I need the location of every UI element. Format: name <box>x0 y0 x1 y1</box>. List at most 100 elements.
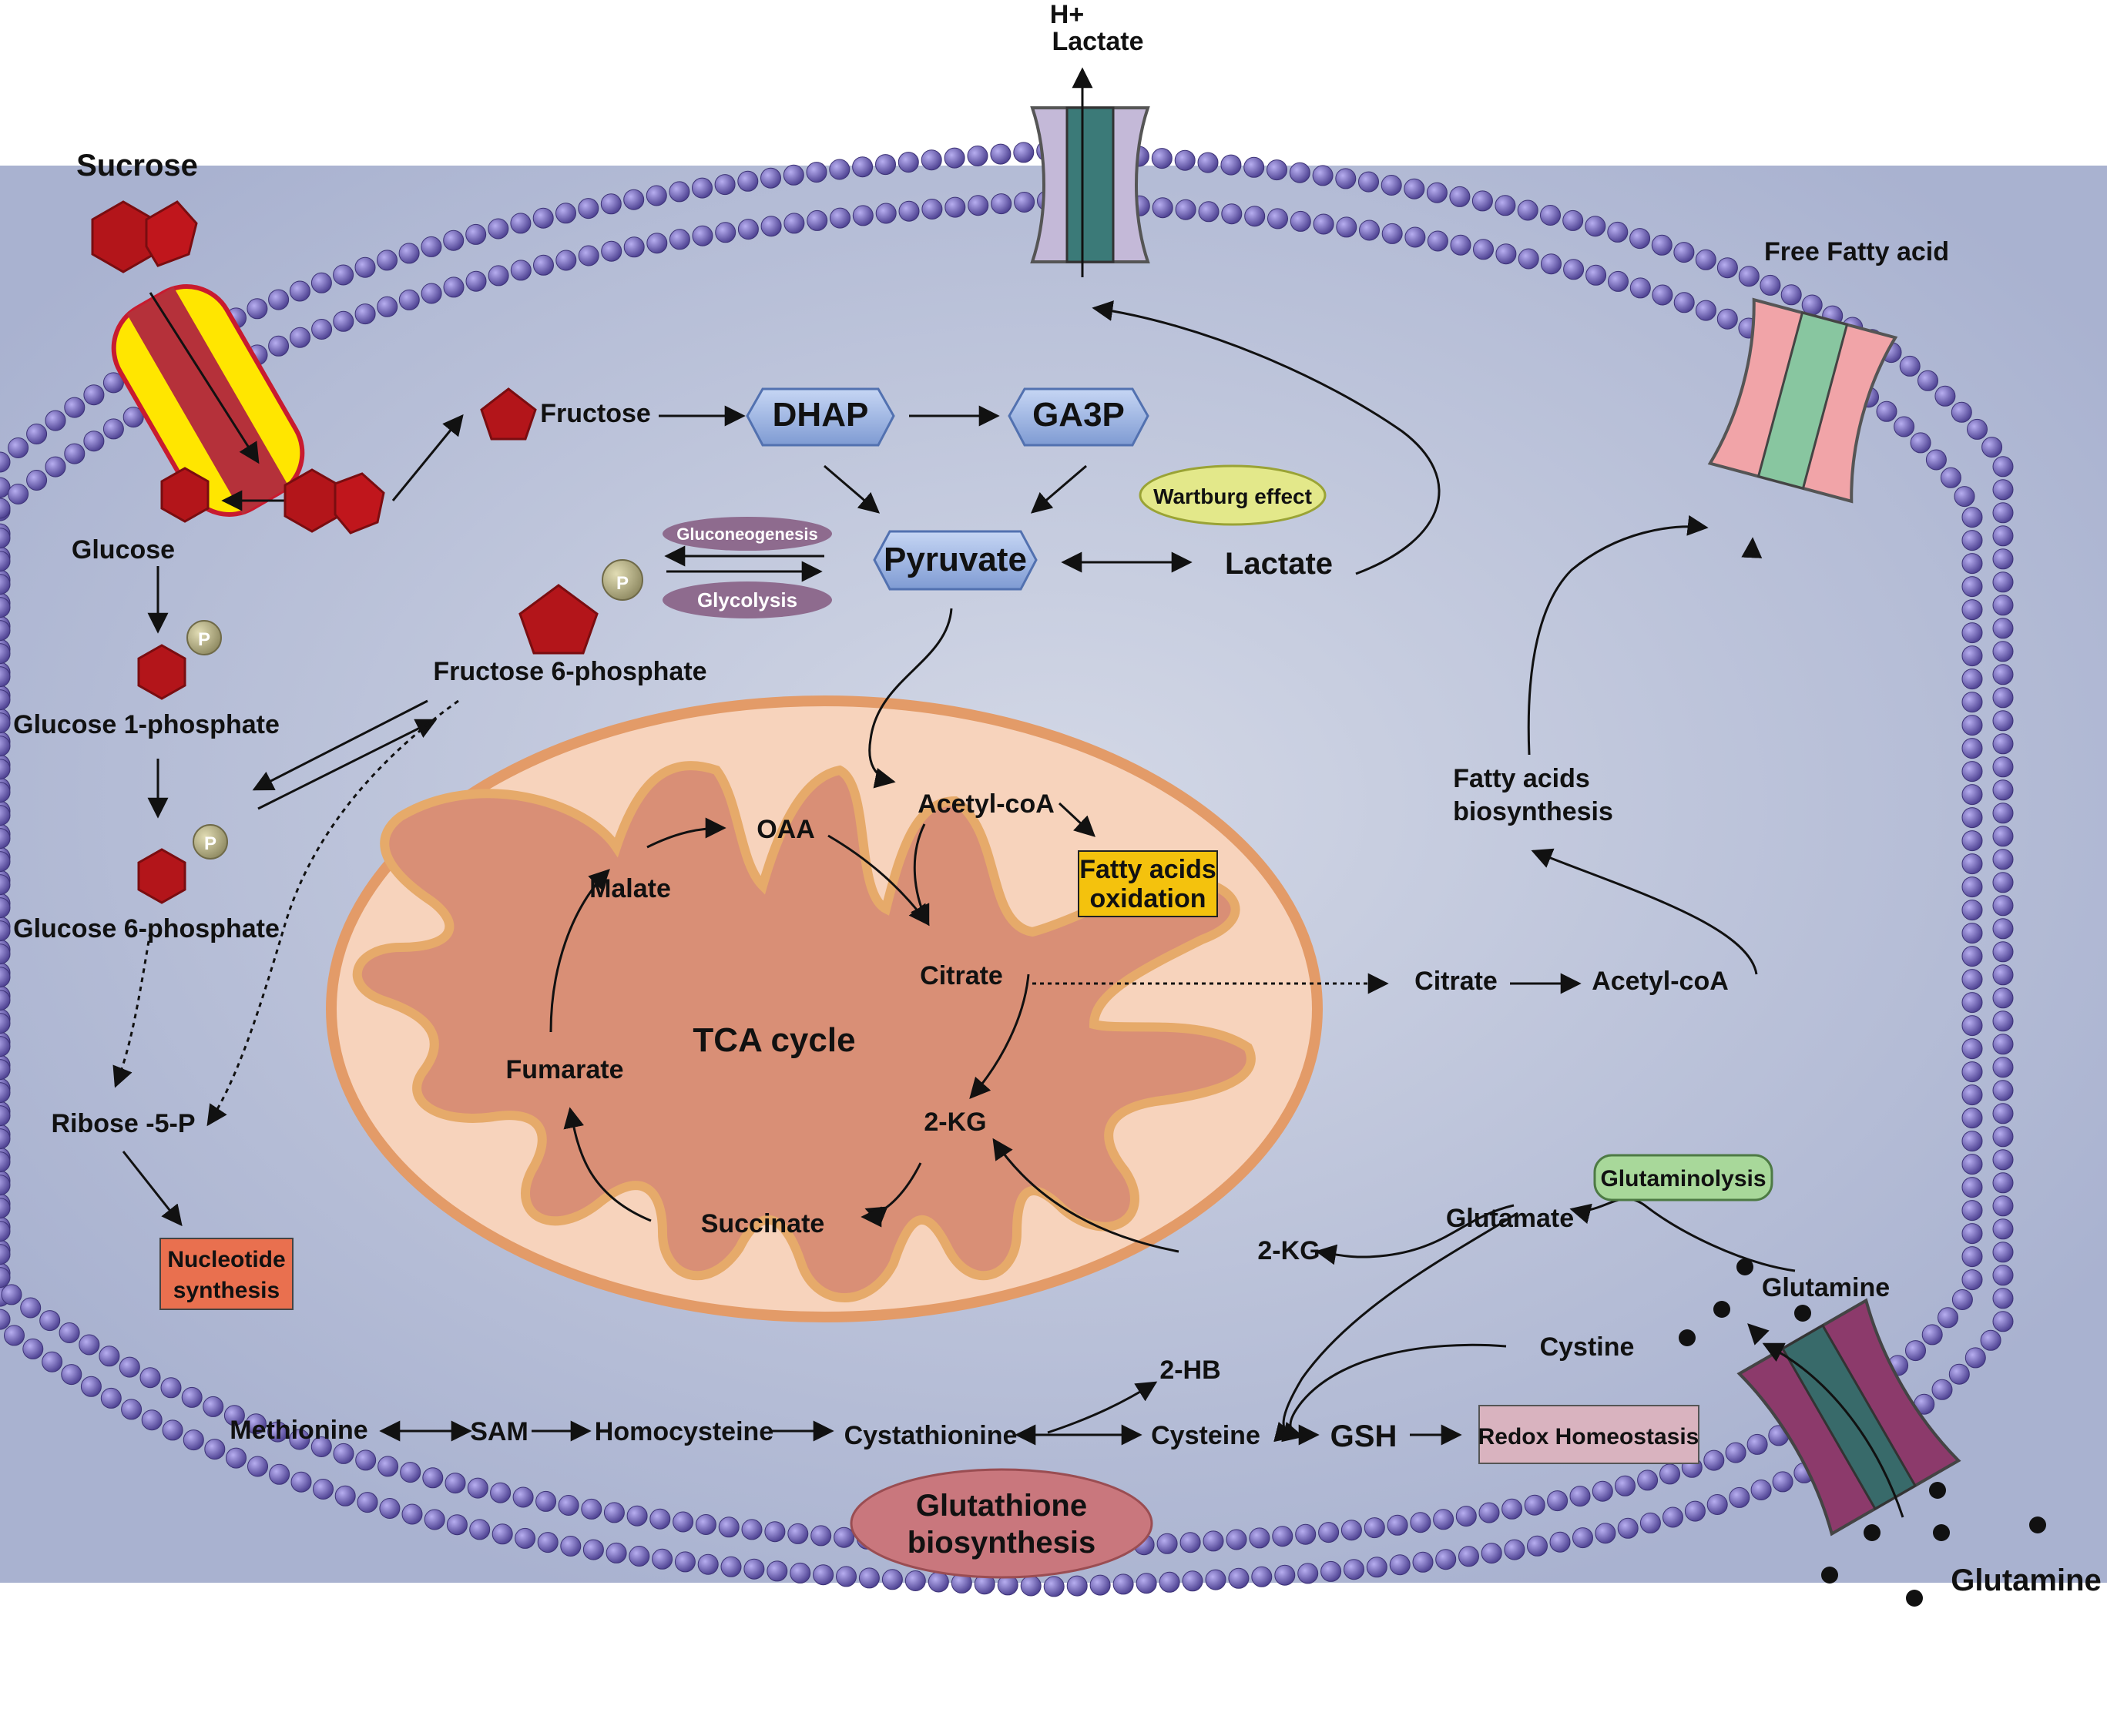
glutamine-molecule-dots <box>1679 1258 2046 1607</box>
membrane-bead-icon <box>1159 1571 1180 1593</box>
membrane-bead-icon <box>904 1570 926 1591</box>
membrane-bead-icon <box>1961 1269 1983 1291</box>
membrane-bead-icon <box>226 1447 247 1469</box>
membrane-bead-icon <box>1585 264 1607 286</box>
membrane-bead-icon <box>0 712 11 734</box>
membrane-bead-icon <box>1501 1498 1523 1520</box>
membrane-bead-icon <box>875 203 897 224</box>
membrane-bead-icon <box>183 1429 204 1451</box>
membrane-bead-icon <box>0 990 11 1011</box>
membrane-bead-icon <box>1673 292 1695 313</box>
membrane-bead-icon <box>1435 1549 1457 1570</box>
malate-label: Malate <box>589 874 671 903</box>
membrane-bead-icon <box>606 1542 627 1563</box>
membrane-bead-icon <box>1992 548 2014 570</box>
membrane-bead-icon <box>715 222 736 243</box>
membrane-bead-icon <box>1412 1551 1434 1573</box>
gsh-label: GSH <box>1330 1419 1397 1453</box>
membrane-bead-icon <box>1312 165 1334 186</box>
membrane-bead-icon <box>1481 1543 1502 1564</box>
membrane-bead-icon <box>1992 756 2014 778</box>
membrane-bead-icon <box>443 230 465 251</box>
membrane-bead-icon <box>1992 895 2014 917</box>
membrane-bead-icon <box>141 1409 163 1431</box>
membrane-bead-icon <box>1290 210 1311 232</box>
membrane-bead-icon <box>1716 308 1738 330</box>
membrane-bead-icon <box>1404 226 1426 248</box>
membrane-bead-icon <box>400 1462 421 1483</box>
membrane-bead-icon <box>1458 1546 1479 1567</box>
glucose-label: Glucose <box>72 535 175 565</box>
membrane-bead-icon <box>836 1566 857 1587</box>
membrane-bead-icon <box>1951 1289 1973 1310</box>
membrane-bead-icon <box>737 170 759 192</box>
nucleotide-synthesis-box: Nucleotide synthesis <box>159 1238 294 1310</box>
membrane-bead-icon <box>1179 1532 1201 1553</box>
membrane-bead-icon <box>1894 416 1915 437</box>
membrane-bead-icon <box>669 229 690 250</box>
svg-text:Glutaminolysis: Glutaminolysis <box>1600 1166 1766 1191</box>
membrane-bead-icon <box>1572 1527 1593 1549</box>
sucrose-hexagon-icon <box>91 200 198 273</box>
fumarate-label: Fumarate <box>505 1055 623 1084</box>
membrane-bead-icon <box>1617 1517 1639 1539</box>
membrane-bead-icon <box>247 298 268 320</box>
ribose-5-p-label: Ribose -5-P <box>51 1109 195 1138</box>
membrane-bead-icon <box>1344 1559 1364 1580</box>
membrane-bead-icon <box>0 451 11 473</box>
membrane-bead-icon <box>1272 1526 1293 1547</box>
lactate-transporter <box>1030 106 1150 263</box>
methionine-label: Methionine <box>230 1416 367 1445</box>
membrane-bead-icon <box>1289 162 1310 183</box>
membrane-bead-icon <box>1992 987 2014 1009</box>
membrane-bead-icon <box>492 1523 513 1545</box>
membrane-bead-icon <box>0 759 11 780</box>
mitochondrion-cristae <box>352 761 1256 1302</box>
membrane-bead-icon <box>203 1396 224 1417</box>
pathway-arrows <box>112 67 1904 1518</box>
membrane-bead-icon <box>1152 197 1173 219</box>
acetyl-coa-mito-label: Acetyl-coA <box>918 789 1055 819</box>
membrane-bead-icon <box>1992 456 2014 478</box>
cysteine-label: Cysteine <box>1151 1421 1260 1450</box>
membrane-bead-icon <box>1244 206 1266 227</box>
membrane-bead-icon <box>626 1505 648 1527</box>
membrane-bead-icon <box>0 498 11 519</box>
fructose-label: Fructose <box>540 399 651 428</box>
membrane-bead-icon <box>1136 1573 1157 1594</box>
membrane-bead-icon <box>1992 1126 2014 1148</box>
membrane-bead-icon <box>1267 208 1288 230</box>
svg-text:Nucleotide: Nucleotide <box>167 1247 285 1272</box>
membrane-bead-icon <box>692 177 713 199</box>
membrane-bead-icon <box>421 236 442 257</box>
membrane-bead-icon <box>1746 1433 1768 1455</box>
membrane-bead-icon <box>1992 571 2014 593</box>
redox-homeostasis-box: Redox Homeostasis <box>1478 1405 1699 1464</box>
membrane-bead-icon <box>1518 248 1539 270</box>
membrane-bead-icon <box>1961 553 1983 575</box>
membrane-bead-icon <box>1182 1570 1203 1592</box>
phosphate-ball-icon <box>186 620 222 655</box>
membrane-bead-icon <box>0 528 11 549</box>
membrane-bead-icon <box>790 1562 811 1584</box>
membrane-bead-icon <box>42 1351 63 1372</box>
glutaminolysis-badge: Glutaminolysis <box>1593 1154 1773 1201</box>
membrane-bead-icon <box>1980 1329 2001 1351</box>
membrane-bead-icon <box>560 1536 582 1557</box>
glycolysis-badge: Glycolysis <box>663 581 832 618</box>
membrane-bead-icon <box>204 1439 226 1460</box>
membrane-bead-icon <box>465 223 487 245</box>
membrane-bead-icon <box>1992 1103 2014 1124</box>
membrane-bead-icon <box>1961 669 1983 690</box>
membrane-bead-icon <box>1921 1324 1943 1346</box>
membrane-bead-icon <box>1992 502 2014 524</box>
membrane-bead-icon <box>1961 1131 1983 1152</box>
membrane-bead-icon <box>39 1310 61 1332</box>
membrane-bead-icon <box>515 1527 536 1549</box>
membrane-bead-icon <box>1992 941 2014 963</box>
membrane-bead-icon <box>1992 803 2014 824</box>
membrane-bead-icon <box>603 1502 625 1523</box>
membrane-bead-icon <box>488 218 509 240</box>
membrane-bead-icon <box>0 551 11 572</box>
